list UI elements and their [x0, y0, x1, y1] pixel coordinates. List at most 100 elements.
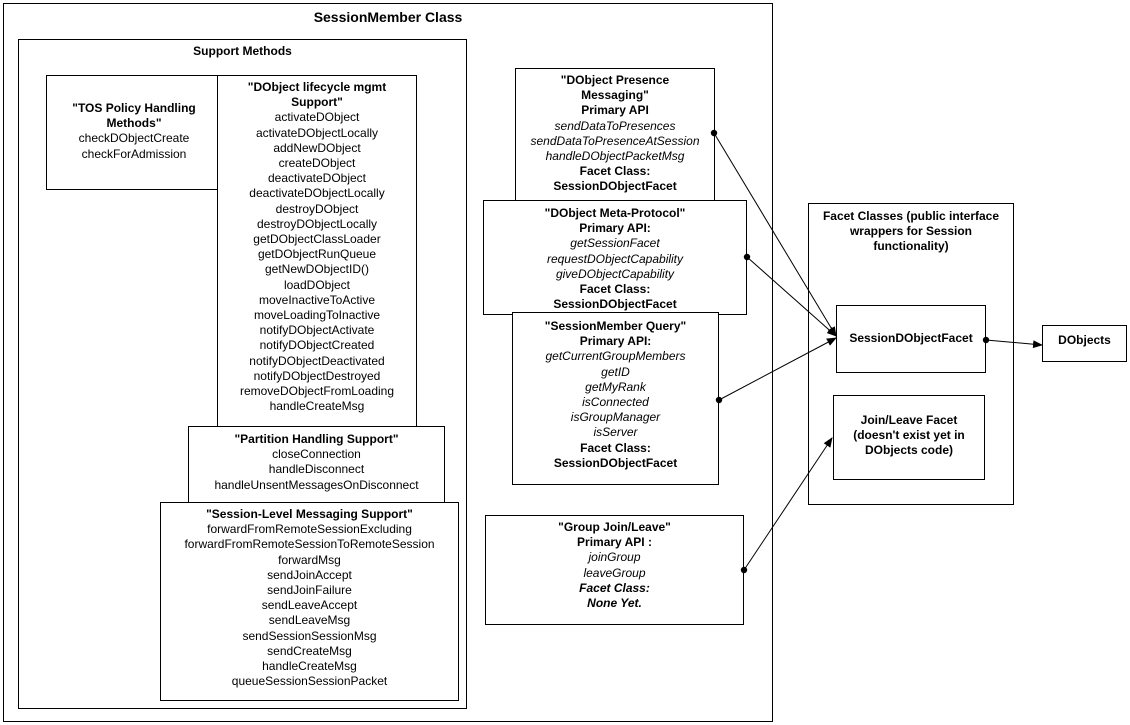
method-item: notifyDObjectCreated: [259, 338, 375, 353]
facet-class-label: Facet Class:: [579, 164, 651, 179]
method-item: destroyDObject: [275, 201, 359, 216]
method-item: getSessionFacet: [570, 236, 660, 251]
tos-policy-title-cont: Methods": [106, 116, 162, 131]
meta-protocol-title: "DObject Meta-Protocol": [544, 206, 686, 220]
method-item: addNewDObject: [273, 140, 361, 155]
method-item: forwardFromRemoteSessionToRemoteSession: [184, 537, 435, 552]
method-item: sendSessionSessionMsg: [242, 628, 377, 643]
join-leave-facet-box: [833, 395, 985, 480]
primary-api-label: Primary API :: [577, 535, 652, 550]
session-dobject-facet-box: [836, 305, 986, 373]
method-item: queueSessionSessionPacket: [231, 674, 388, 689]
method-item: requestDObjectCapability: [546, 251, 684, 266]
facet-class-value: SessionDObjectFacet: [553, 179, 677, 194]
group-to-joinleave-arrow: [743, 437, 833, 571]
session-dobject-facet-label: SessionDObjectFacet: [849, 331, 973, 345]
connector-dot: [715, 396, 723, 404]
facet-classes-title: Facet Classes (public interface wrappers…: [808, 209, 1014, 255]
group-join-leave-title: "Group Join/Leave": [558, 520, 671, 534]
join-leave-facet-line: (doesn't exist yet in: [853, 428, 965, 443]
dobjects-label: DObjects: [1058, 333, 1111, 347]
method-item: notifyDObjectDeactivated: [249, 353, 385, 368]
query-to-facet-arrow: [718, 337, 837, 401]
session-level-messaging-content: "Session-Level Messaging Support" forwar…: [160, 507, 459, 689]
partition-handling-title: "Partition Handling Support": [234, 432, 399, 446]
method-item: handleUnsentMessagesOnDisconnect: [214, 477, 419, 492]
presence-messaging-title: "DObject Presence: [560, 73, 670, 87]
method-item: sendDataToPresences: [554, 118, 676, 133]
meta-to-facet-arrow: [746, 256, 837, 337]
facet-class-label: Facet Class:: [579, 580, 650, 595]
method-item: isGroupManager: [570, 410, 661, 425]
method-item: sendJoinAccept: [267, 567, 352, 582]
lifecycle-support-content: "DObject lifecycle mgmt Support" activat…: [217, 80, 417, 414]
method-item: leaveGroup: [583, 565, 646, 580]
method-item: moveInactiveToActive: [258, 292, 376, 307]
method-item: forwardFromRemoteSessionExcluding: [207, 522, 412, 537]
join-leave-facet-line: DObjects code): [864, 443, 954, 458]
method-item: handleCreateMsg: [269, 399, 365, 414]
method-item: isServer: [593, 425, 638, 440]
partition-handling-content: "Partition Handling Support" closeConnec…: [188, 432, 445, 493]
method-item: sendLeaveMsg: [268, 613, 351, 628]
tos-policy-title: "TOS Policy Handling: [72, 101, 196, 115]
facet-class-value: SessionDObjectFacet: [553, 455, 678, 470]
meta-protocol-content: "DObject Meta-Protocol" Primary API: get…: [483, 206, 747, 312]
method-item: sendDataToPresenceAtSession: [530, 133, 700, 148]
method-item: notifyDObjectDestroyed: [253, 368, 381, 383]
member-query-content: "SessionMember Query" Primary API: getCu…: [512, 319, 719, 471]
method-item: activateDObject: [274, 110, 360, 125]
method-item: getCurrentGroupMembers: [545, 349, 686, 364]
method-item: checkDObjectCreate: [78, 131, 190, 146]
method-item: joinGroup: [588, 550, 641, 565]
method-item: getMyRank: [585, 379, 646, 394]
facet-classes-title-line: Facet Classes (public interface: [822, 209, 1000, 223]
method-item: handleDObjectPacketMsg: [545, 149, 685, 164]
member-query-box: [512, 312, 719, 485]
dobjects-box: [1042, 325, 1127, 362]
method-item: removeDObjectFromLoading: [239, 384, 395, 399]
presence-messaging-title-cont: Messaging": [581, 88, 649, 103]
method-item: handleDisconnect: [268, 462, 365, 477]
method-item: getDObjectClassLoader: [253, 232, 381, 247]
method-item: getDObjectRunQueue: [257, 247, 377, 262]
method-item: activateDObjectLocally: [255, 125, 379, 140]
partition-handling-box: [188, 426, 445, 504]
connector-dot: [740, 566, 748, 574]
session-member-class-title: SessionMember Class: [313, 9, 463, 25]
method-item: deactivateDObjectLocally: [249, 186, 385, 201]
method-item: isConnected: [582, 395, 649, 410]
group-join-leave-content: "Group Join/Leave" Primary API : joinGro…: [485, 520, 744, 611]
facet-to-dobjects-arrow: [985, 339, 1043, 349]
method-item: checkForAdmission: [81, 146, 187, 161]
group-join-leave-box: [485, 515, 744, 625]
method-item: sendJoinFailure: [267, 583, 352, 598]
join-leave-facet-content: Join/Leave Facet (doesn't exist yet in D…: [833, 413, 985, 459]
meta-protocol-box: [483, 200, 747, 315]
method-item: sendCreateMsg: [267, 643, 352, 658]
method-item: forwardMsg: [278, 552, 341, 567]
method-item: getNewDObjectID(): [264, 262, 370, 277]
lifecycle-support-title: "DObject lifecycle mgmt: [247, 80, 387, 94]
method-item: giveDObjectCapability: [555, 266, 675, 281]
primary-api-label: Primary API:: [579, 221, 651, 236]
method-item: moveLoadingToInactive: [253, 308, 381, 323]
facet-class-value: None Yet.: [587, 596, 642, 611]
method-item: getID: [601, 364, 630, 379]
connector-dot: [743, 253, 751, 261]
lifecycle-support-box: [217, 75, 417, 430]
connector-dot: [982, 336, 990, 344]
lifecycle-support-title-cont: Support": [291, 95, 343, 110]
facet-class-label: Facet Class:: [580, 440, 651, 455]
method-item: notifyDObjectActivate: [259, 323, 375, 338]
facet-class-label: Facet Class:: [579, 282, 651, 297]
connector-dot: [710, 129, 718, 137]
tos-policy-content: "TOS Policy Handling Methods" checkDObje…: [46, 101, 222, 162]
join-leave-facet-line: Join/Leave Facet: [860, 413, 958, 427]
member-query-title: "SessionMember Query": [544, 319, 687, 333]
presence-messaging-content: "DObject Presence Messaging" Primary API…: [515, 73, 715, 195]
method-item: handleCreateMsg: [262, 659, 357, 674]
primary-api-label: Primary API: [581, 103, 649, 118]
method-item: createDObject: [278, 156, 356, 171]
